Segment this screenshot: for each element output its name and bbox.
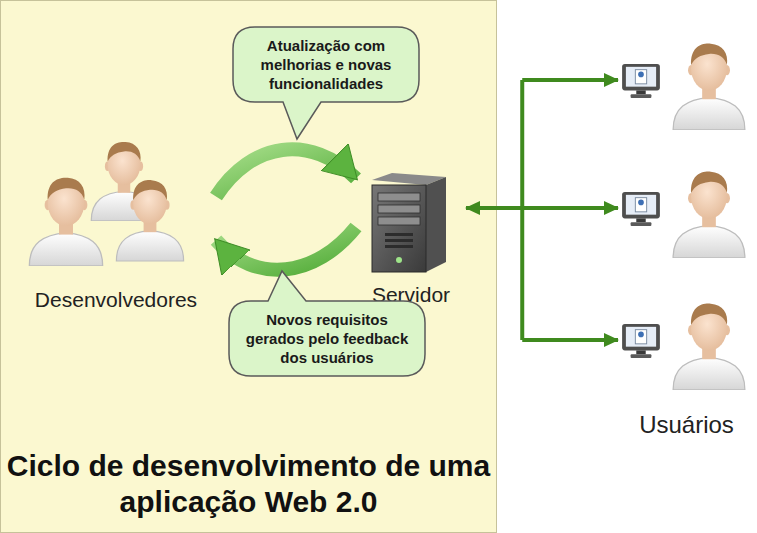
- branch-arrow: [522, 338, 618, 342]
- server-side: [426, 177, 446, 272]
- speech-bubble: Novos requisitos gerados pelo feedback d…: [229, 301, 425, 376]
- user-icon: [673, 304, 745, 390]
- vent-slot: [385, 233, 413, 236]
- monitor-icon: [622, 192, 660, 226]
- monitor-icon: [622, 324, 660, 358]
- branch-arrow: [522, 78, 618, 82]
- bubble-text: Novos requisitos gerados pelo feedback d…: [239, 310, 415, 367]
- user-icon: [673, 172, 745, 258]
- figure-label: Desenvolvedores: [10, 287, 222, 313]
- double-arrow: [466, 206, 618, 210]
- power-led: [396, 257, 402, 263]
- branch-line: [520, 80, 524, 340]
- server-front: [372, 185, 426, 272]
- vent-slot: [385, 239, 413, 242]
- bubble-shape: [229, 271, 425, 376]
- users-figure: [622, 44, 745, 390]
- monitor-icon: [622, 64, 660, 98]
- drive-bay: [378, 217, 420, 225]
- speech-bubble: Atualização com melhorias e novas funcio…: [233, 27, 419, 102]
- server-figure: [372, 173, 446, 272]
- bubble-shape: [233, 27, 419, 139]
- bubble-text: Atualização com melhorias e novas funcio…: [243, 36, 409, 93]
- drive-bay: [378, 193, 420, 201]
- user-icon: [673, 44, 745, 130]
- drive-bay: [378, 205, 420, 213]
- diagram-title: Ciclo de desenvolvimento de uma aplicaçã…: [5, 448, 492, 520]
- vent-slot: [385, 245, 413, 248]
- figure-label: Usuários: [612, 412, 757, 438]
